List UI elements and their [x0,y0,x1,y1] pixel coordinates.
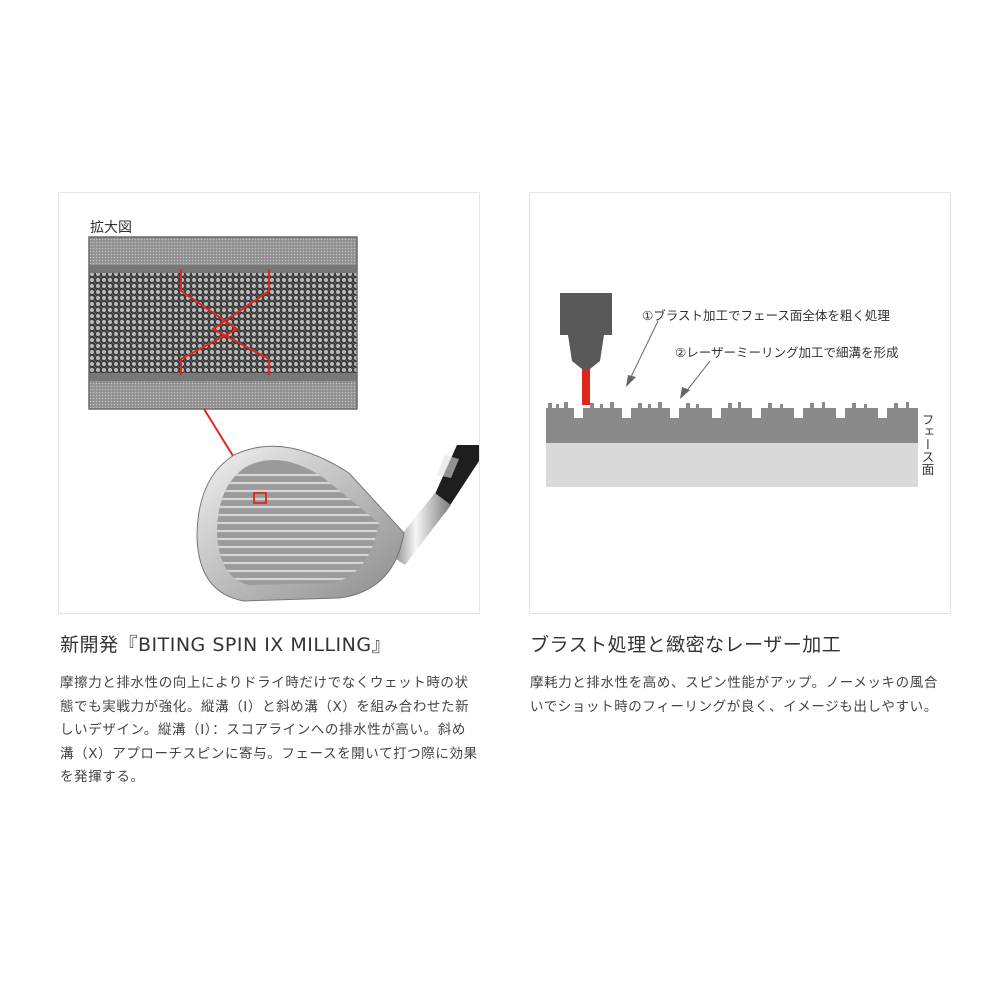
wedge-zoom-illustration [88,236,479,602]
milling-description: 摩擦力と排水性の向上によりドライ時だけでなくウェット時の状態でも実戦力が強化。縦… [60,675,478,785]
zoom-label: 拡大図 [90,220,132,236]
leader-line-1 [629,320,659,380]
laser-description: 摩耗力と排水性を高め、スピン性能がアップ。ノーメッキの風合いでショット時のフィー… [530,675,938,715]
face-surface [546,402,918,487]
annotation-blast: ①ブラスト加工でフェース面全体を粗く処理 [642,308,890,323]
zoom-box [88,236,358,410]
milling-illustration-panel: 拡大図 [58,192,480,614]
leader-line-2 [684,360,711,394]
laser-diagram-panel: ①ブラスト加工でフェース面全体を粗く処理 ②レーザーミーリング加工で細溝を形成 … [529,192,951,614]
milling-heading: 新開発『BITING SPIN IX MILLING』 [60,634,392,656]
face-cross-section-diagram [546,293,918,487]
wedge-head [196,445,479,602]
laser-tool [560,293,612,405]
face-label: フェース面 [919,413,935,476]
laser-heading: ブラスト処理と緻密なレーザー加工 [530,634,842,656]
annotation-laser: ②レーザーミーリング加工で細溝を形成 [675,345,899,360]
zoom-marker [253,492,267,504]
